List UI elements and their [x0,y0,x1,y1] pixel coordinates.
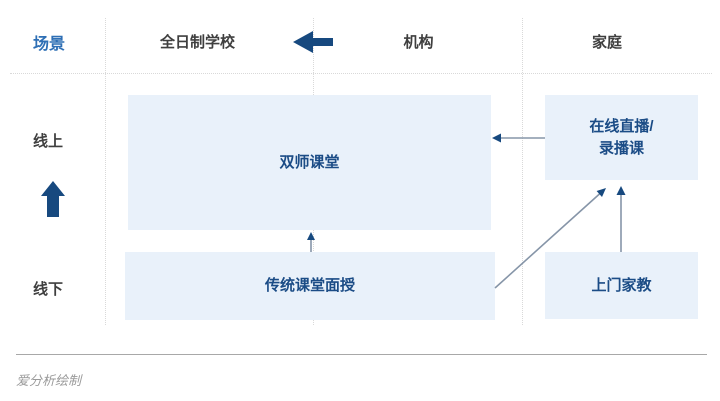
arrow-left-icon [293,31,333,53]
column-header-institution: 机构 [403,34,434,51]
row-label-offline: 线下 [33,281,64,298]
column-divider-1 [105,18,106,325]
arrow-live-to-dual-head [492,133,501,143]
box-online-live-recorded: 在线直播/ 录播课 [545,95,698,180]
arrow-traditional-to-live-head [596,188,606,197]
footer-divider [16,354,707,355]
box-home-tutoring-label: 上门家教 [591,276,652,294]
box-dual-teacher-classroom: 双师课堂 [128,95,491,230]
column-header-fulltime-school: 全日制学校 [159,34,235,51]
box-dual-teacher-label: 双师课堂 [279,153,340,171]
box-traditional-classroom: 传统课堂面授 [125,252,495,320]
column-divider-3 [522,18,523,325]
arrow-tutor-to-live-head [616,186,626,195]
box-online-live-line1: 在线直播/ [589,117,654,135]
box-traditional-label: 传统课堂面授 [264,277,355,294]
credit-text: 爱分析绘制 [16,373,82,388]
scene-axis-label: 场景 [33,36,66,53]
box-home-tutoring: 上门家教 [545,252,698,319]
box-online-live-line2: 录播课 [598,139,644,157]
header-divider [10,73,712,74]
arrow-up-icon [41,181,65,217]
row-label-online: 线上 [33,133,64,150]
column-header-family: 家庭 [591,34,622,51]
